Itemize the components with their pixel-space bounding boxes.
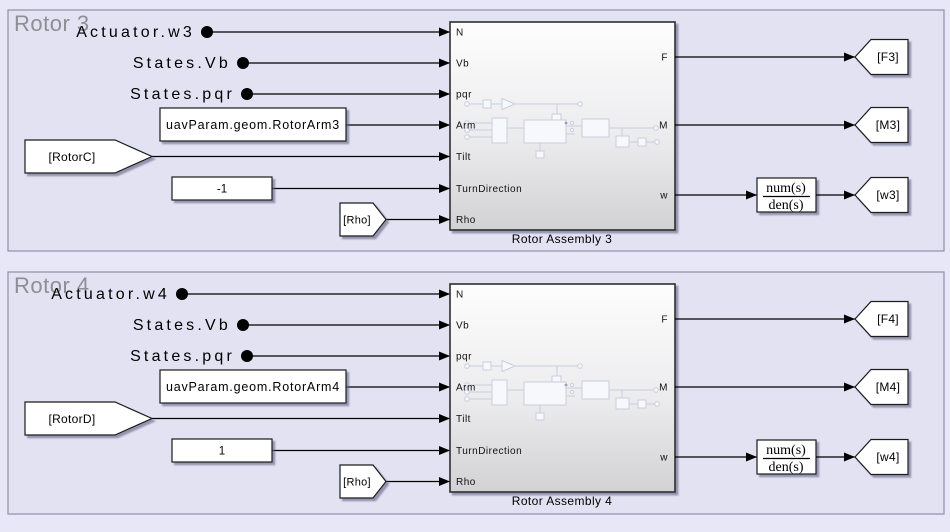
- rotor-section-3: Rotor 3 Actuator.w3 States.Vb States.pqr…: [7, 9, 945, 252]
- constant-value: -1: [217, 184, 227, 196]
- port-label-in: Vb: [456, 321, 469, 332]
- area-title[interactable]: Rotor 3: [14, 11, 90, 36]
- constant-block[interactable]: [171, 438, 273, 463]
- bus-input-label[interactable]: Actuator.w4: [51, 286, 170, 303]
- port-label-in: N: [456, 28, 464, 39]
- port-label-in: N: [456, 290, 464, 301]
- from-tag-label: [Rho]: [343, 477, 371, 489]
- bus-port-dot-icon[interactable]: [241, 350, 253, 362]
- port-label-in: Arm: [456, 121, 476, 132]
- constant-block[interactable]: [171, 176, 273, 201]
- goto-tag[interactable]: [854, 300, 909, 338]
- bus-port-dot-icon[interactable]: [176, 288, 188, 300]
- port-label-out: w: [659, 453, 668, 464]
- parameter-block-label: uavParam.geom.RotorArm4: [166, 380, 340, 394]
- transfer-fcn-block[interactable]: [756, 177, 817, 213]
- rotor-section-4: Rotor 4 Actuator.w4 States.Vb States.pqr…: [7, 271, 945, 515]
- port-label-in: Vb: [456, 59, 469, 70]
- from-tag-label: [RotorC]: [48, 150, 95, 164]
- bus-input-label[interactable]: Actuator.w3: [76, 24, 195, 41]
- goto-tag-label: [M3]: [876, 118, 901, 132]
- parameter-block[interactable]: [159, 107, 347, 142]
- port-label-out: M: [659, 383, 668, 394]
- tf-numerator: num(s): [766, 443, 806, 458]
- port-label-in: Rho: [456, 215, 476, 226]
- goto-tag[interactable]: [854, 438, 909, 476]
- bus-port-dot-icon[interactable]: [201, 26, 213, 38]
- from-tag-label: [Rho]: [343, 215, 371, 227]
- tf-denominator: den(s): [769, 198, 804, 213]
- goto-tag[interactable]: [854, 106, 909, 144]
- bus-port-dot-icon[interactable]: [237, 57, 249, 69]
- from-tag[interactable]: [24, 401, 154, 436]
- port-label-in: Tilt: [456, 152, 471, 163]
- port-label-out: F: [661, 315, 668, 326]
- port-label-in: TurnDirection: [456, 446, 522, 457]
- port-label-in: Tilt: [456, 414, 471, 425]
- from-tag-label: [RotorD]: [48, 412, 95, 426]
- tf-denominator: den(s): [769, 460, 804, 475]
- bus-input-label[interactable]: States.pqr: [130, 348, 235, 365]
- constant-value: 1: [219, 446, 225, 458]
- goto-tag-label: [w4]: [876, 450, 899, 464]
- port-label-out: M: [659, 121, 668, 132]
- from-tag[interactable]: [24, 139, 154, 174]
- tf-numerator: num(s): [766, 181, 806, 196]
- bus-port-dot-icon[interactable]: [241, 88, 253, 100]
- goto-tag-label: [M4]: [876, 380, 901, 394]
- parameter-block-label: uavParam.geom.RotorArm3: [166, 118, 340, 132]
- port-label-in: pqr: [456, 90, 472, 101]
- block-name[interactable]: Rotor Assembly 4: [512, 494, 612, 508]
- port-label-in: Arm: [456, 383, 476, 394]
- bus-input-label[interactable]: States.Vb: [133, 317, 231, 334]
- bus-input-label[interactable]: States.Vb: [133, 55, 231, 72]
- goto-tag[interactable]: [854, 176, 909, 214]
- block-name[interactable]: Rotor Assembly 3: [512, 232, 612, 246]
- bus-input-label[interactable]: States.pqr: [130, 86, 235, 103]
- port-label-in: Rho: [456, 477, 476, 488]
- goto-tag-label: [F3]: [877, 50, 899, 64]
- goto-tag-label: [F4]: [877, 312, 899, 326]
- port-label-out: F: [661, 53, 668, 64]
- from-tag[interactable]: [339, 202, 387, 237]
- goto-tag[interactable]: [854, 38, 909, 76]
- goto-tag[interactable]: [854, 368, 909, 406]
- port-label-out: w: [659, 191, 668, 202]
- bus-port-dot-icon[interactable]: [237, 319, 249, 331]
- parameter-block[interactable]: [159, 369, 347, 404]
- goto-tag-label: [w3]: [876, 188, 899, 202]
- from-tag[interactable]: [339, 464, 387, 499]
- port-label-in: pqr: [456, 352, 472, 363]
- area-title[interactable]: Rotor 4: [14, 273, 90, 298]
- port-label-in: TurnDirection: [456, 184, 522, 195]
